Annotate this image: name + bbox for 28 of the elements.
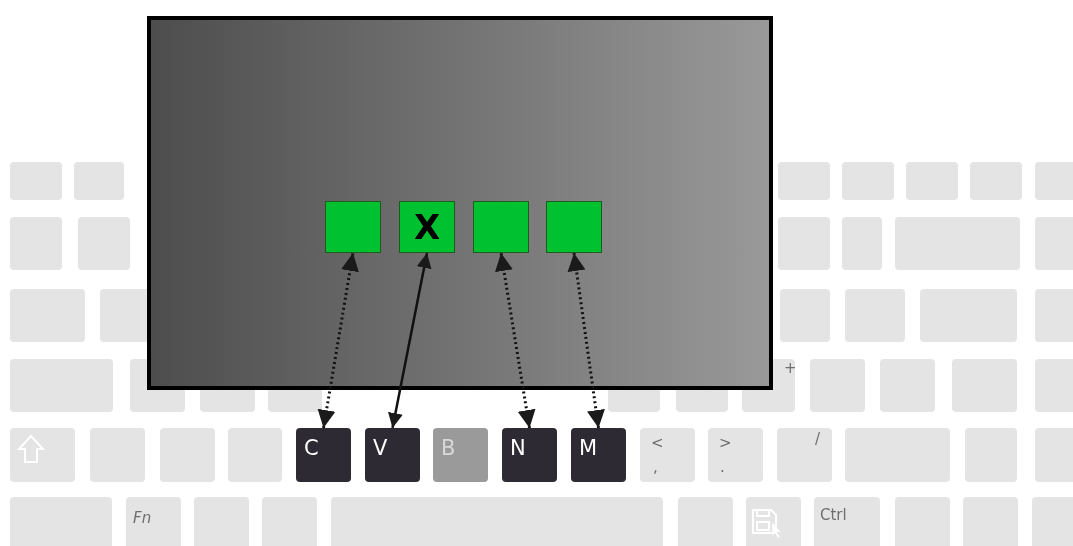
key: [296, 428, 351, 482]
double-arrow: [567, 252, 605, 429]
key-letter: N: [510, 438, 526, 459]
key-legend: >: [719, 436, 732, 451]
key-letter: V: [373, 438, 388, 459]
slot-mark: X: [413, 210, 441, 244]
key-legend: .: [720, 460, 725, 475]
key: [571, 428, 626, 482]
key-legend: /: [815, 432, 821, 447]
key-legend: Ctrl: [820, 508, 847, 523]
double-arrow: [495, 252, 536, 429]
slot-box: [399, 201, 455, 253]
key-legend: <: [651, 436, 664, 451]
key-legend: +: [784, 361, 797, 376]
key: [433, 428, 488, 482]
key: [502, 428, 557, 482]
key-letter: M: [579, 438, 598, 459]
double-arrow: [388, 252, 432, 429]
key-letter: B: [441, 438, 456, 459]
key-legend: ,: [653, 460, 658, 475]
key-legend: Fn: [133, 511, 152, 526]
slot-box: [473, 201, 529, 253]
screen-panel: [147, 16, 773, 390]
slot-box: [325, 201, 381, 253]
key: [365, 428, 420, 482]
double-arrow: [317, 252, 359, 429]
slot-box: [546, 201, 602, 253]
key-letter: C: [304, 438, 319, 459]
